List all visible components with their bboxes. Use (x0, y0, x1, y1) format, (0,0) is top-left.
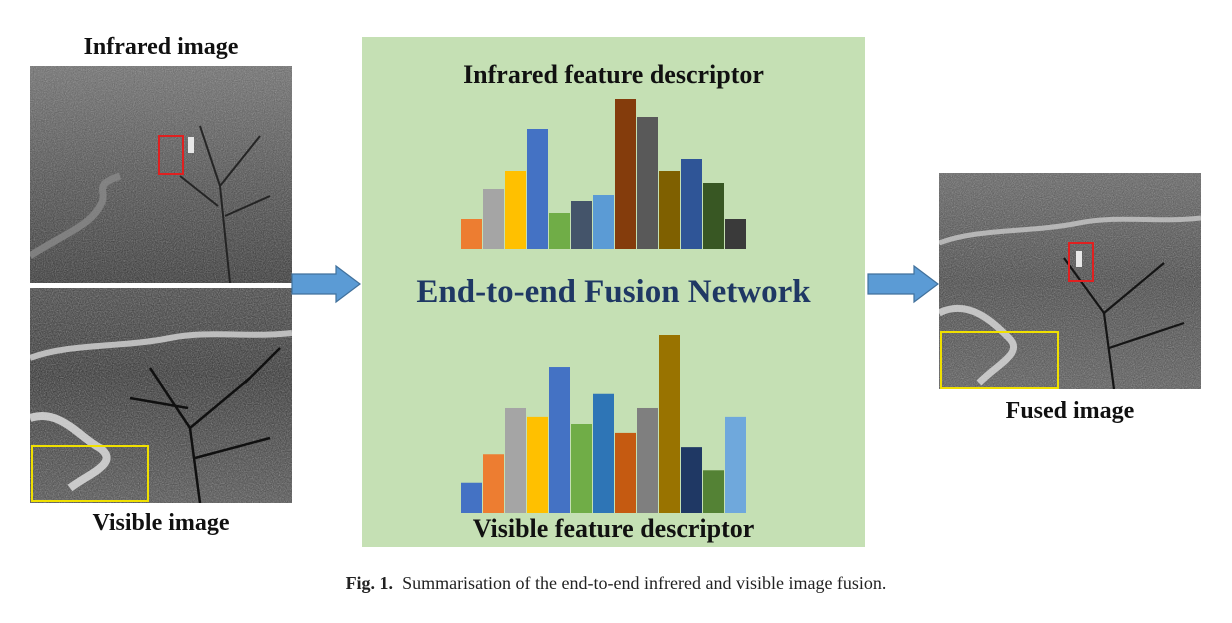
infrared-descriptor-bar-6 (571, 201, 592, 249)
infrared-descriptor-bar-13 (725, 219, 746, 249)
infrared-descriptor-bar-4 (527, 129, 548, 249)
infrared-descriptor-bar-3 (505, 171, 526, 249)
visible-descriptor-title: Visible feature descriptor (472, 514, 755, 543)
visible-descriptor-bar-11 (681, 447, 702, 513)
visible-image-label: Visible image (92, 510, 230, 536)
input-arrow (291, 264, 361, 304)
infrared-descriptor-bar-10 (659, 171, 680, 249)
infrared-descriptor-bar-11 (681, 159, 702, 249)
visible-descriptor-bar-7 (593, 393, 614, 513)
fused-target-highlight-box (1068, 242, 1094, 282)
fused-image-label: Fused image (1005, 398, 1135, 424)
infrared-descriptor-bar-1 (461, 219, 482, 249)
region-highlight-box (31, 445, 149, 502)
fused-region-highlight-box (940, 331, 1059, 389)
infrared-descriptor-bar-5 (549, 213, 570, 249)
visible-image (30, 288, 292, 503)
infrared-descriptor-bar-9 (637, 117, 658, 249)
visible-descriptor-bar-8 (615, 432, 636, 513)
infrared-descriptor-bar-2 (483, 189, 504, 249)
infrared-image-label: Infrared image (83, 34, 239, 60)
visible-descriptor-bar-13 (725, 416, 746, 513)
output-arrow (867, 264, 939, 304)
visible-descriptor-bar-4 (527, 416, 548, 513)
visible-descriptor-bar-10 (659, 335, 680, 513)
visible-descriptor-bar-9 (637, 407, 658, 513)
caption-text: Summarisation of the end-to-end infrered… (402, 573, 887, 593)
visible-descriptor-bar-12 (703, 470, 724, 513)
visible-descriptor-bar-1 (461, 482, 482, 513)
infrared-descriptor-title: Infrared feature descriptor (463, 60, 764, 89)
infrared-descriptor-bar-8 (615, 99, 636, 249)
figure-caption: Fig. 1. Summarisation of the end-to-end … (0, 573, 1232, 594)
network-title: End-to-end Fusion Network (416, 274, 811, 310)
visible-descriptor-bar-3 (505, 407, 526, 513)
visible-descriptor-bar-6 (571, 424, 592, 513)
infrared-descriptor-bar-7 (593, 195, 614, 249)
visible-descriptor-bar-5 (549, 367, 570, 513)
target-highlight-box (158, 135, 184, 175)
infrared-descriptor-bar-12 (703, 183, 724, 249)
visible-descriptor-bar-2 (483, 454, 504, 513)
caption-prefix: Fig. 1. (345, 573, 394, 593)
